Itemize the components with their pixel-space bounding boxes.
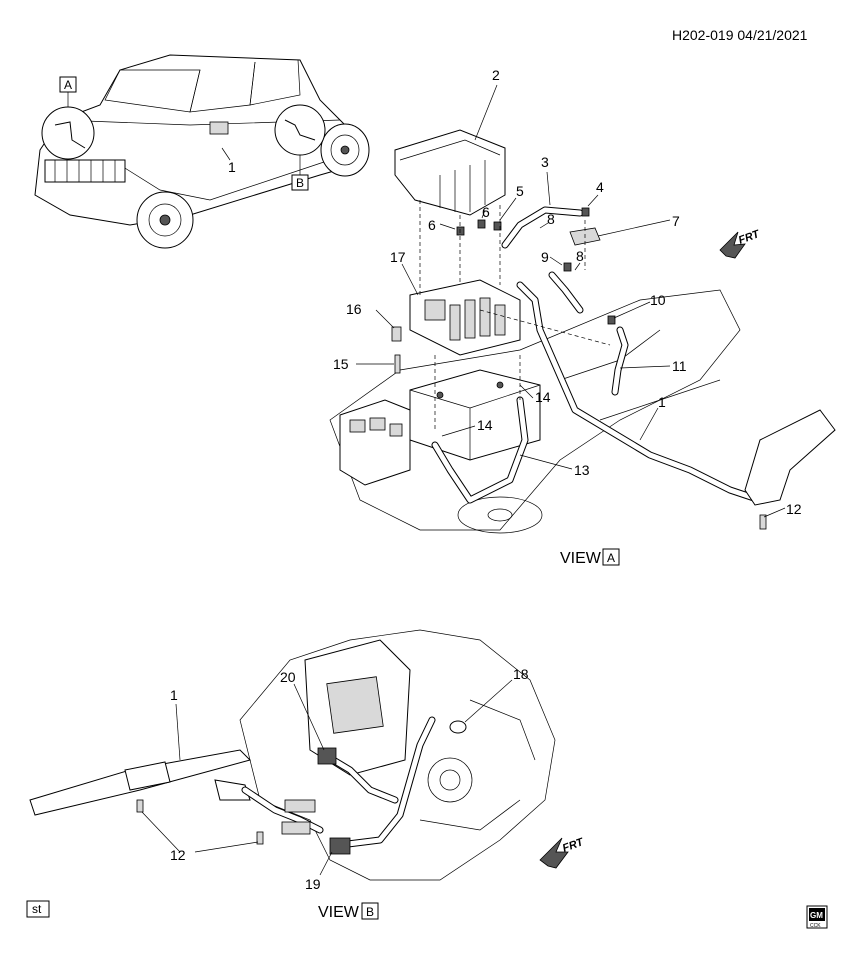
bolt-12-b1 [136, 799, 144, 813]
fuse-box-cover [394, 129, 506, 216]
front-direction-arrow-b: FRT [539, 836, 586, 869]
view-b-box [361, 902, 379, 920]
st-label: st [32, 902, 42, 916]
cap-18 [449, 720, 467, 734]
bolt-12-b2 [256, 831, 264, 845]
bracket-left [284, 799, 316, 813]
cover-16 [391, 326, 402, 342]
callout-11: 11 [672, 358, 687, 374]
nut-6-left [456, 226, 465, 236]
callout-19: 19 [305, 876, 321, 892]
callout-6-left: 6 [428, 217, 436, 233]
svg-text:CCK: CCK [810, 923, 821, 929]
svg-text:FRT: FRT [737, 228, 762, 247]
nut-4 [581, 207, 590, 217]
nut-9 [563, 262, 572, 272]
svg-text:A: A [64, 78, 72, 92]
callout-12-view-b: 12 [170, 847, 186, 863]
callout-8-upper: 8 [547, 211, 555, 227]
connector-20 [317, 747, 337, 765]
callout-box-a [59, 76, 77, 93]
gm-logo: GM CCK [806, 905, 828, 929]
diagram-code: H202-019 04/21/2021 [672, 27, 808, 43]
view-b-diagram: 1 12 18 19 20 FRT VIEW B [29, 629, 586, 921]
cooling-fan [457, 496, 543, 534]
callout-3: 3 [541, 154, 549, 170]
callout-7: 7 [672, 213, 680, 229]
callout-18: 18 [513, 666, 529, 682]
callout-20: 20 [280, 669, 296, 685]
callout-4: 4 [596, 179, 604, 195]
callout-15: 15 [333, 356, 349, 372]
svg-text:GM: GM [810, 911, 823, 920]
svg-text:B: B [366, 905, 374, 919]
detail-circle-b [274, 104, 326, 156]
detail-circle-a [41, 106, 95, 160]
grille [44, 159, 126, 183]
st-box [26, 900, 50, 918]
stud-15 [394, 354, 401, 374]
view-a-box [602, 548, 620, 566]
callout-8-lower: 8 [576, 248, 584, 264]
callout-1-view-b: 1 [170, 687, 178, 703]
callout-13: 13 [574, 462, 590, 478]
svg-text:1: 1 [228, 159, 236, 175]
callout-14-upper: 14 [535, 389, 551, 405]
callout-16: 16 [346, 301, 362, 317]
bracket-right [281, 821, 311, 835]
front-wheel [136, 191, 194, 249]
nut-6-right [477, 219, 486, 229]
callout-2: 2 [492, 67, 500, 83]
nut-10 [607, 315, 616, 325]
vehicle-illustration: A B 1 [34, 54, 370, 249]
connector-19 [329, 837, 351, 855]
callout-5: 5 [516, 183, 524, 199]
callout-12-view-a: 12 [786, 501, 802, 517]
callout-1-view-a: 1 [658, 394, 666, 410]
view-b-label: VIEW [318, 904, 360, 921]
svg-text:FRT: FRT [561, 836, 586, 855]
rear-wheel [320, 123, 370, 177]
fuse-block [409, 279, 521, 356]
bolt-12-a [759, 514, 767, 530]
front-direction-arrow-a: FRT [719, 228, 762, 259]
svg-text:A: A [607, 551, 615, 565]
view-a-diagram: 2 3 4 5 6 6 7 8 8 9 10 11 1 12 13 14 14 … [329, 67, 836, 567]
callout-9: 9 [541, 249, 549, 265]
underhood-relay-box [339, 399, 411, 486]
svg-text:B: B [296, 176, 304, 190]
nut-5 [493, 221, 502, 231]
callout-14-lower: 14 [477, 417, 493, 433]
callout-6-right: 6 [482, 204, 490, 220]
callout-10: 10 [650, 292, 666, 308]
callout-box-b [291, 174, 309, 191]
callout-17: 17 [390, 249, 406, 265]
view-a-label: VIEW [560, 550, 602, 567]
